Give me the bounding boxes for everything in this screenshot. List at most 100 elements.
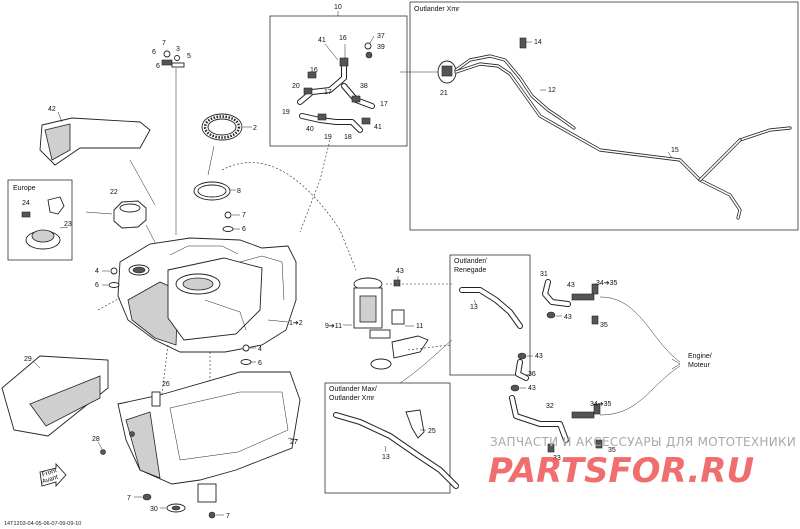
box-10: 10 [269,4,408,147]
callout-41-top: 41 [318,37,326,44]
front-label-1: Front [41,467,58,478]
callout-39: 39 [377,44,385,51]
max-hose: 25 13 [333,409,459,489]
callout-43-b: 43 [567,282,575,289]
tank-pump-inner [182,277,214,291]
callout-36: 36 [528,371,536,378]
grommet-7-bottom [142,493,152,501]
drawing-code: 14T1203-04-05-06-07-09-09-10 [4,521,81,527]
clamp-35-top [591,315,599,325]
fitting-43-e [510,384,520,392]
callout-25: 25 [428,428,436,435]
callout-17-b: 17 [380,101,388,108]
box-europe: Europe [7,179,73,261]
shield-42-face [44,123,71,161]
outlander-renegade-title-2: Renegade [454,267,486,274]
callout-7-mid: 7 [242,212,246,219]
part-11-sender [391,335,429,359]
pump-motor [359,295,377,323]
callout-1-2: 1➔2 [289,320,303,327]
callout-3: 3 [176,46,180,53]
box-outlander-renegade: Outlander/ Renegade [449,254,531,376]
callout-16-top: 16 [339,35,347,42]
part-28: 28 [92,431,135,455]
box-10-label: 10 [334,4,342,11]
connector-16 [339,57,349,67]
callout-8: 8 [237,188,241,195]
callout-42: 42 [48,106,56,113]
callout-27: 27 [290,439,298,446]
cap-22-top [119,203,141,213]
watermark-brand: PARTSFOR.RU [488,451,754,491]
callout-43-e: 43 [528,385,536,392]
callout-11: 11 [416,323,423,330]
xmr-part-21 [441,65,453,77]
washer-6a [108,282,120,288]
callout-34-35-bottom: 34➔35 [590,401,612,408]
callout-21: 21 [440,90,448,97]
callout-43-d: 43 [535,353,543,360]
part-7-top [163,50,171,58]
callout-13-max: 13 [382,454,390,461]
callout-35-top: 35 [600,322,608,329]
fastener-4a [110,267,118,275]
fuel-tank: 1➔2 [117,237,303,353]
clamp-33 [547,443,555,453]
pump-43 [393,279,401,287]
callout-16-mid: 16 [310,67,318,74]
callout-7-bottom-b: 7 [226,513,230,520]
engine-label-1: Engine/ [688,353,712,360]
europe-parts: 24 23 [21,196,72,250]
callout-6-top-b: 6 [156,63,160,70]
callout-12: 12 [548,87,556,94]
box-10-frame [269,15,408,147]
clamp-34-35-bottom [593,403,601,415]
xmr-contents: 21 14 12 15 [437,37,792,220]
part-22-cap: 22 [85,189,159,249]
fitting-43-c [546,311,556,319]
gasket-8-inner [197,184,227,198]
callout-28: 28 [92,436,100,443]
callout-14: 14 [534,39,542,46]
tray-27-side [125,411,161,479]
callout-9-11: 9➔11 [325,323,342,330]
fastener-4b [242,344,250,352]
callout-37: 37 [377,33,385,40]
engine-lines: 31 43 34➔35 35 43 43 36 43 32 34➔35 33 3… [509,271,712,462]
part-24 [21,211,31,218]
fastener-7-bottom-b [208,511,216,519]
part-37 [364,42,372,50]
front-arrow-shape [39,462,67,488]
clamp-35-bottom [595,439,603,449]
callout-23: 23 [64,221,72,228]
valve-group-top: 7 6 3 5 6 [152,40,191,235]
part-29-guard: 29 [1,355,109,437]
callout-24: 24 [22,200,30,207]
callout-4-bottom: 4 [258,346,262,353]
callout-18: 18 [344,134,352,141]
quick-connect-bottom [571,411,595,419]
part-2-ring: 2 [201,113,257,176]
part-8-gasket: 8 [193,181,241,201]
callout-4-left: 4 [95,268,99,275]
guard-29-face [29,375,101,427]
callout-32: 32 [546,403,554,410]
callout-7-top: 7 [162,40,166,47]
callout-22: 22 [110,189,118,196]
callout-38: 38 [360,83,368,90]
renegade-hose: 13 [459,287,523,329]
engine-label-2: Moteur [688,362,710,369]
callout-15: 15 [671,147,679,154]
part-38 [351,95,361,103]
callout-6-mid: 6 [242,226,246,233]
washer-6b [240,359,252,365]
box-10-contents: 41 16 37 39 16 20 38 17 17 19 40 19 18 4… [282,33,388,141]
callout-13-renegade: 13 [470,304,478,311]
callout-6-left: 6 [95,282,99,289]
tray-27-body [117,371,301,485]
clamp-34-35-top [591,283,599,295]
callout-41-b: 41 [374,124,382,131]
callout-2: 2 [253,125,257,132]
